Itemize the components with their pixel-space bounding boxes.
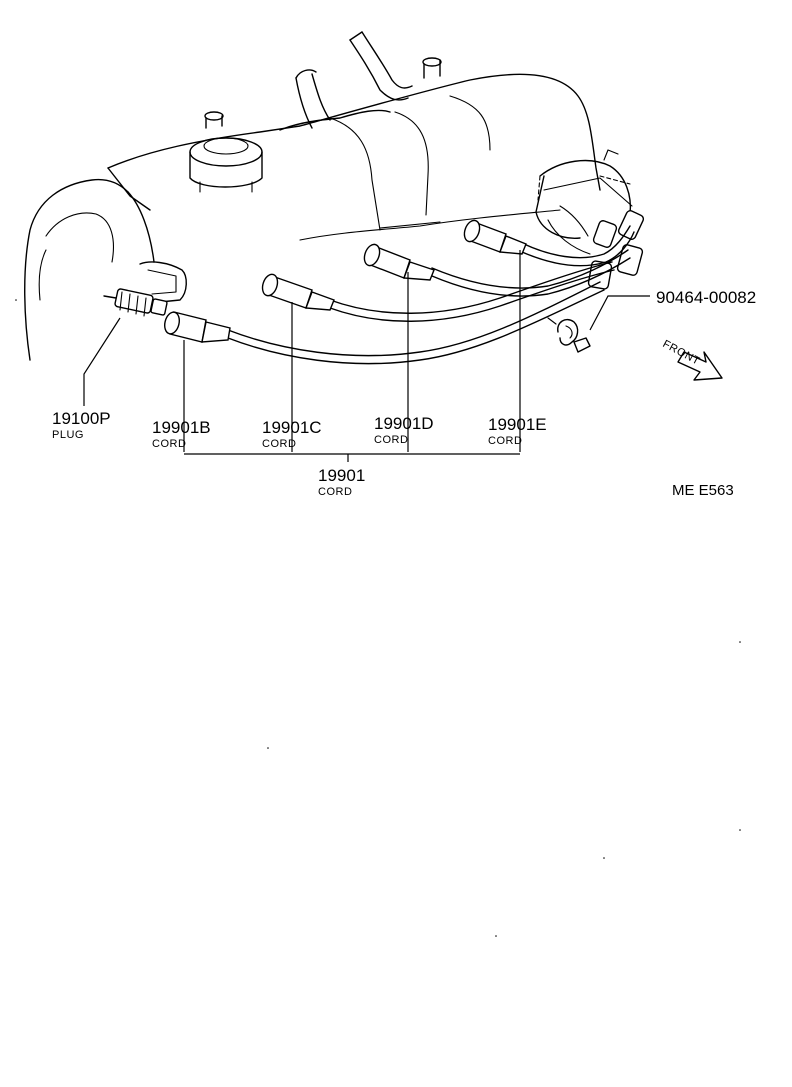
cord-c-boot [261,273,335,311]
cord-set-part-number: 19901 [318,466,365,485]
cord-d-part-name: CORD [374,434,408,446]
front-arrow: FRONT [661,338,723,381]
cord-b-part-number: 19901B [152,418,211,437]
cord-c-part-name: CORD [262,438,296,450]
cord-set-part-name: CORD [318,486,352,498]
cord-b-part-name: CORD [152,438,186,450]
figure-code: ME E563 [672,482,734,499]
plug-part-name: PLUG [52,429,84,441]
clamp-part-number: 90464-00082 [656,288,756,307]
spark-plug [103,288,168,317]
ignition-cords [164,219,635,365]
cord-clamp [547,317,591,353]
cord-b-boot [164,311,231,343]
cord-e-boot [463,219,527,255]
cord-e-part-name: CORD [488,435,522,447]
cord-c-part-number: 19901C [262,418,322,437]
cord-d-boot [363,243,435,281]
timing-cover-outline [24,178,187,361]
scan-specks [15,299,741,937]
plug-part-number: 19100P [52,409,111,428]
part-labels: 19100P PLUG 19901B CORD 19901C CORD 1990… [52,288,756,499]
cord-d-part-number: 19901D [374,414,434,433]
engine-outline [107,31,601,241]
cord-e-part-number: 19901E [488,415,547,434]
leader-lines [83,250,650,462]
